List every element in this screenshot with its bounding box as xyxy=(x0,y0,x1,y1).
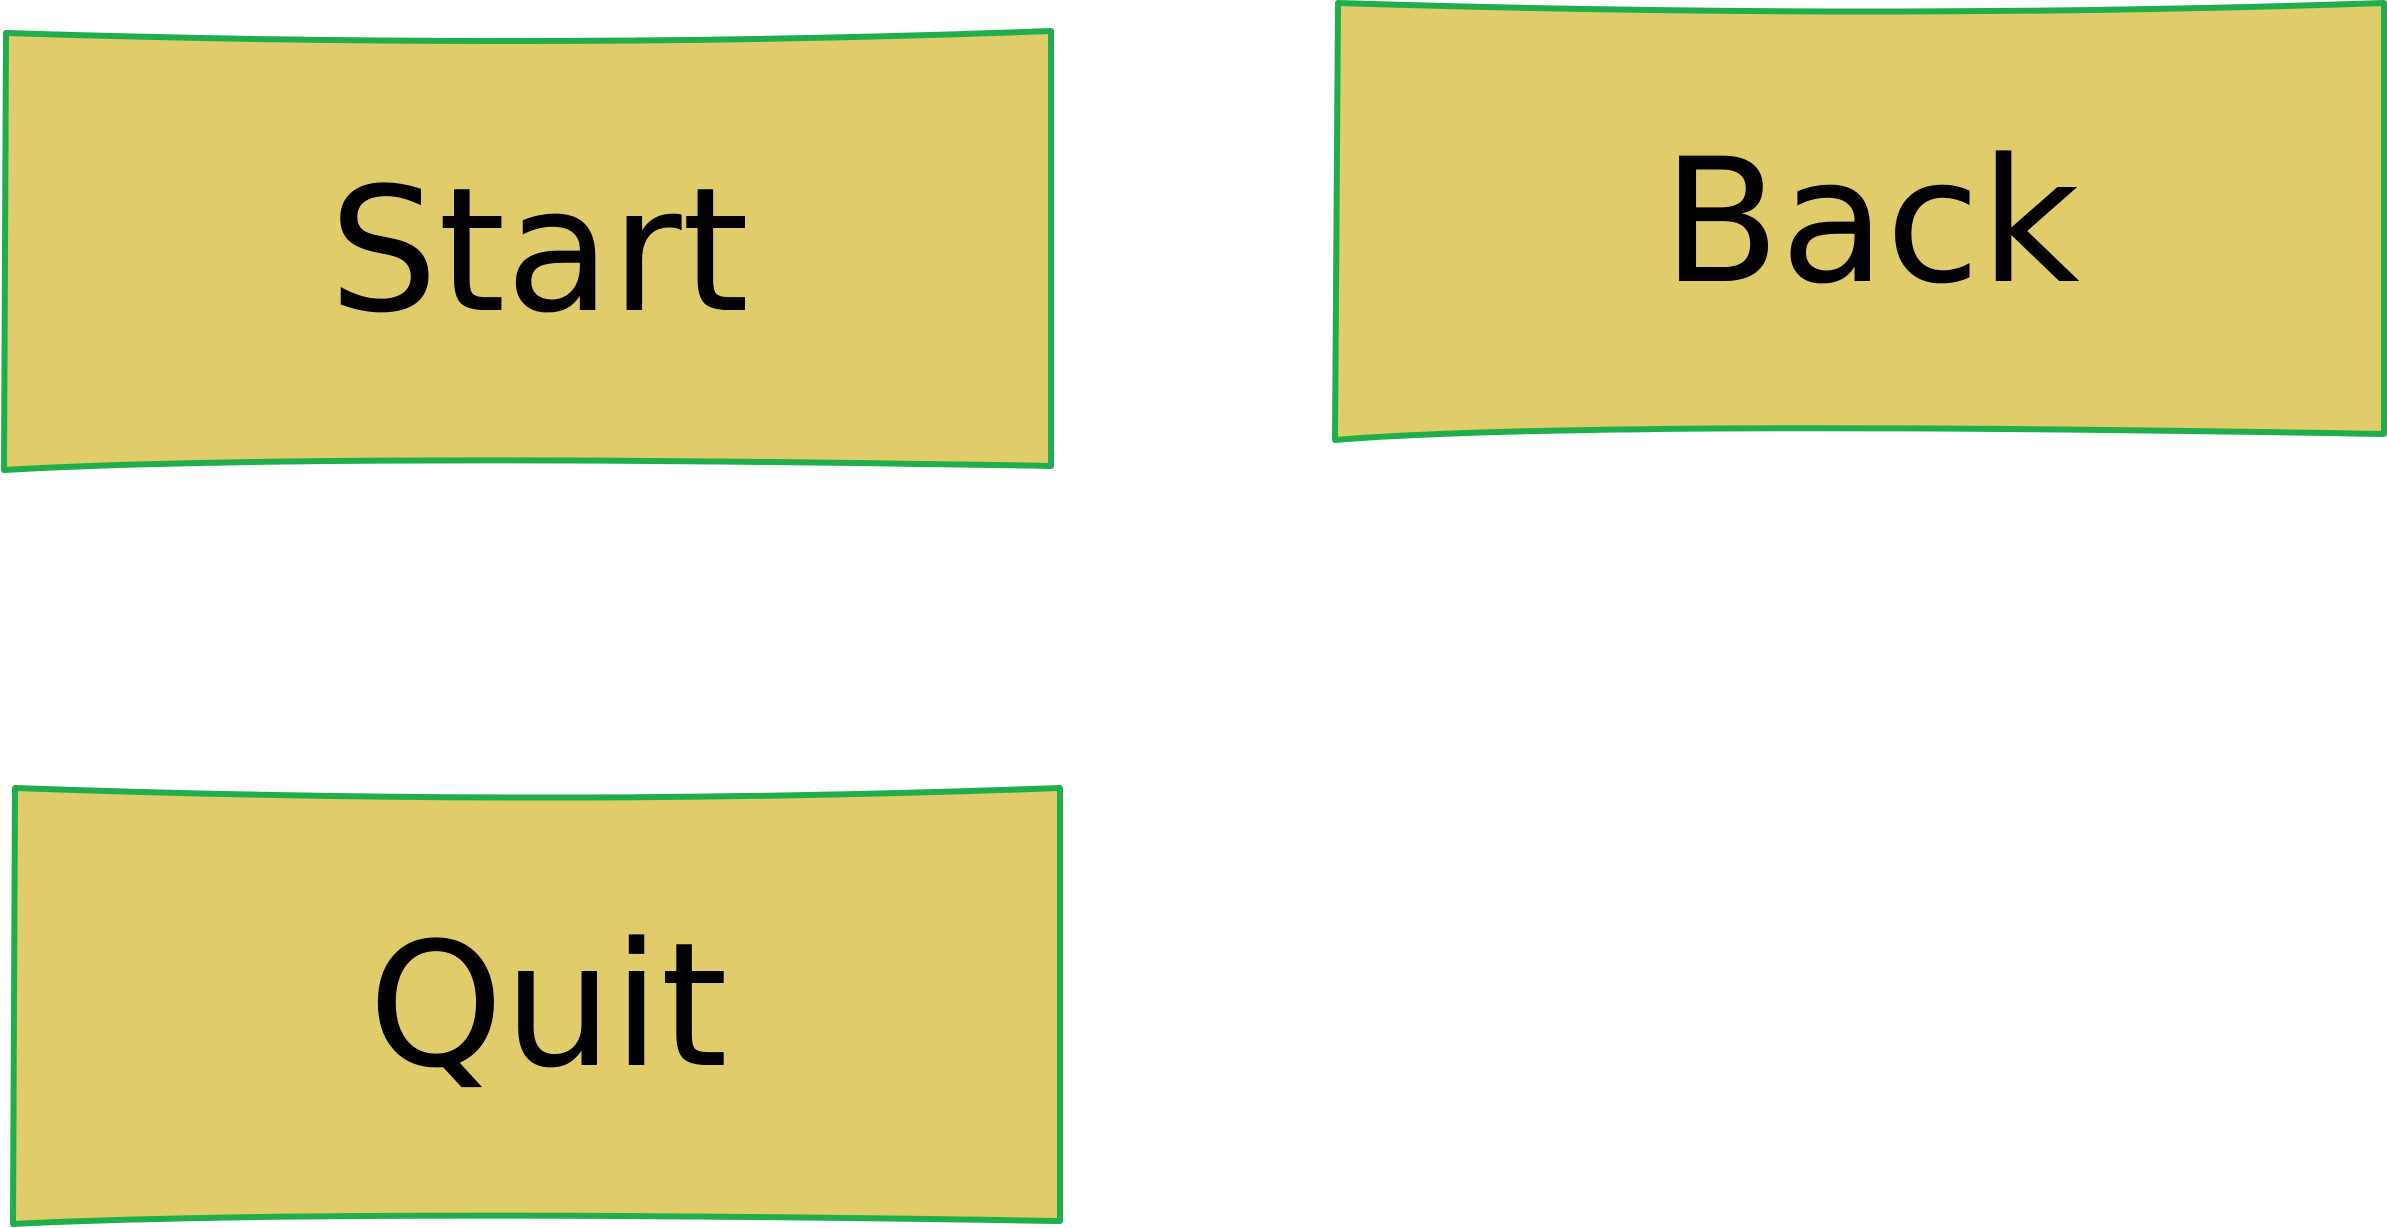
start-button-frame xyxy=(1,28,1054,473)
quit-button-frame xyxy=(10,785,1063,1227)
quit-button[interactable]: Quit xyxy=(9,785,1065,1227)
back-button-frame xyxy=(1332,0,2387,443)
start-button[interactable]: Start xyxy=(0,28,1056,474)
quit-button-label: Quit xyxy=(368,904,728,1106)
start-button-label: Start xyxy=(328,150,750,351)
back-button[interactable]: Back xyxy=(1332,0,2387,444)
back-button-label: Back xyxy=(1662,121,2080,322)
